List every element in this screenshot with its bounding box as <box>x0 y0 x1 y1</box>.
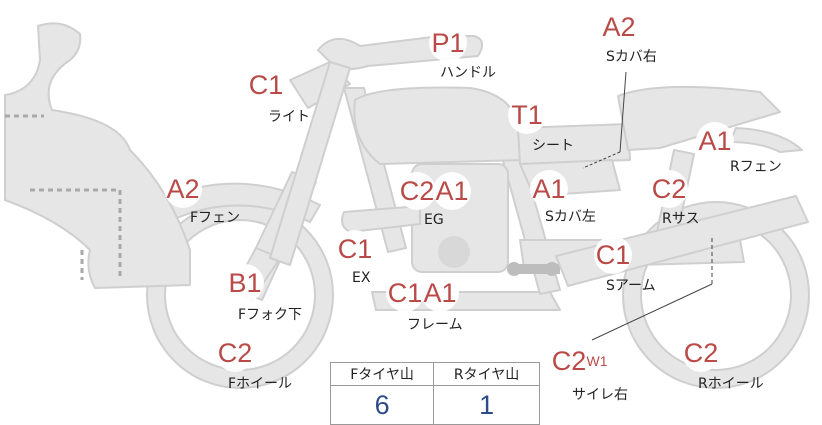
swing-arm-axle-right <box>545 262 559 276</box>
grade-bubble: C2 <box>550 342 588 380</box>
seat-shape <box>617 85 781 151</box>
part-label-s-cover-right: Sカバ右 <box>606 49 657 65</box>
grade-bubble: A1 <box>530 170 568 208</box>
grade-bubble: T1 <box>508 96 546 134</box>
part-label-light: ライト <box>268 109 310 125</box>
grade-swing-arm: C1 <box>594 236 632 274</box>
grade-bubble: A2 <box>600 8 638 46</box>
grade-bubble: C2 <box>650 170 688 208</box>
grade-handle: P1 <box>429 24 467 62</box>
grade-f-fork: B1 <box>226 264 264 302</box>
rear-fender-shape <box>729 127 803 153</box>
grade-bubble: P1 <box>429 24 467 62</box>
part-label-swing-arm: Sアーム <box>606 278 656 294</box>
grade-engine: C2 A1 <box>398 172 471 210</box>
part-label-s-cover-left: Sカバ左 <box>545 209 596 225</box>
grade-f-wheel: C2 <box>216 334 254 372</box>
grade-s-cover-right: A2 <box>600 8 638 46</box>
part-label-f-fender: Fフェン <box>190 210 241 226</box>
leader-line-s-cover-right <box>619 71 627 153</box>
frame-front-tube <box>269 61 351 266</box>
part-label-r-fender: Rフェン <box>730 159 782 175</box>
side-cover-shape <box>517 123 631 165</box>
part-label-handle: ハンドル <box>440 65 496 81</box>
grade-light: C1 <box>247 66 285 104</box>
grade-bubble: C1 <box>336 230 374 268</box>
swing-arm-axle-left <box>507 262 521 276</box>
part-label-silencer-right: サイレ右 <box>572 387 628 403</box>
grade-bubble: B1 <box>226 264 264 302</box>
tread-header-rear: Rタイヤ山 <box>433 362 540 386</box>
grade-bubble-secondary: A1 <box>433 172 471 210</box>
exhaust-pipe-shape <box>341 205 421 233</box>
grade-bubble: C1 <box>386 274 424 312</box>
rear-wheel-outline-outer <box>622 201 810 389</box>
part-label-seat: シート <box>532 138 574 154</box>
grade-r-fender: A1 <box>696 122 734 160</box>
grade-frame: C1 A1 <box>386 274 459 312</box>
part-label-f-wheel: Fホイール <box>228 376 293 392</box>
tread-value-rear: 1 <box>433 385 540 425</box>
grade-f-fender: A2 <box>164 170 202 208</box>
grade-bubble: C2 <box>682 334 720 372</box>
rear-wheel-shape <box>623 202 809 388</box>
part-label-r-wheel: Rホイール <box>698 376 764 392</box>
grade-bubble: A2 <box>164 170 202 208</box>
part-label-r-suspension: Rサス <box>662 211 700 227</box>
grade-seat: T1 <box>508 96 546 134</box>
grade-s-cover-left: A1 <box>530 170 568 208</box>
grade-silencer-right: C2 W1 <box>550 342 609 380</box>
grade-exhaust: C1 <box>336 230 374 268</box>
grade-r-wheel: C2 <box>682 334 720 372</box>
leader-line-s-cover-right-tail <box>582 151 621 169</box>
grade-bubble: C1 <box>247 66 285 104</box>
part-label-f-fork: Fフォク下 <box>238 307 303 323</box>
grade-bubble: C2 <box>398 172 436 210</box>
front-wheel-shape <box>147 202 333 388</box>
grade-bubble-sub: W1 <box>585 349 609 373</box>
grade-bubble: C1 <box>594 236 632 274</box>
grade-bubble-secondary: A1 <box>421 274 459 312</box>
part-label-exhaust: EX <box>352 270 371 286</box>
fairing-shape <box>4 22 191 289</box>
grade-bubble: A1 <box>696 122 734 160</box>
leader-line-silencer-tail <box>591 283 713 341</box>
grade-bubble: C2 <box>216 334 254 372</box>
part-label-frame: フレーム <box>407 317 463 333</box>
tire-tread-table: Fタイヤ山 Rタイヤ山 6 1 <box>329 362 540 425</box>
engine-cover <box>438 236 470 268</box>
tread-value-front: 6 <box>329 385 435 425</box>
tread-header-front: Fタイヤ山 <box>329 362 435 386</box>
grade-r-suspension: C2 <box>650 170 688 208</box>
fuel-tank-shape <box>353 86 521 165</box>
part-label-engine: EG <box>424 212 444 228</box>
